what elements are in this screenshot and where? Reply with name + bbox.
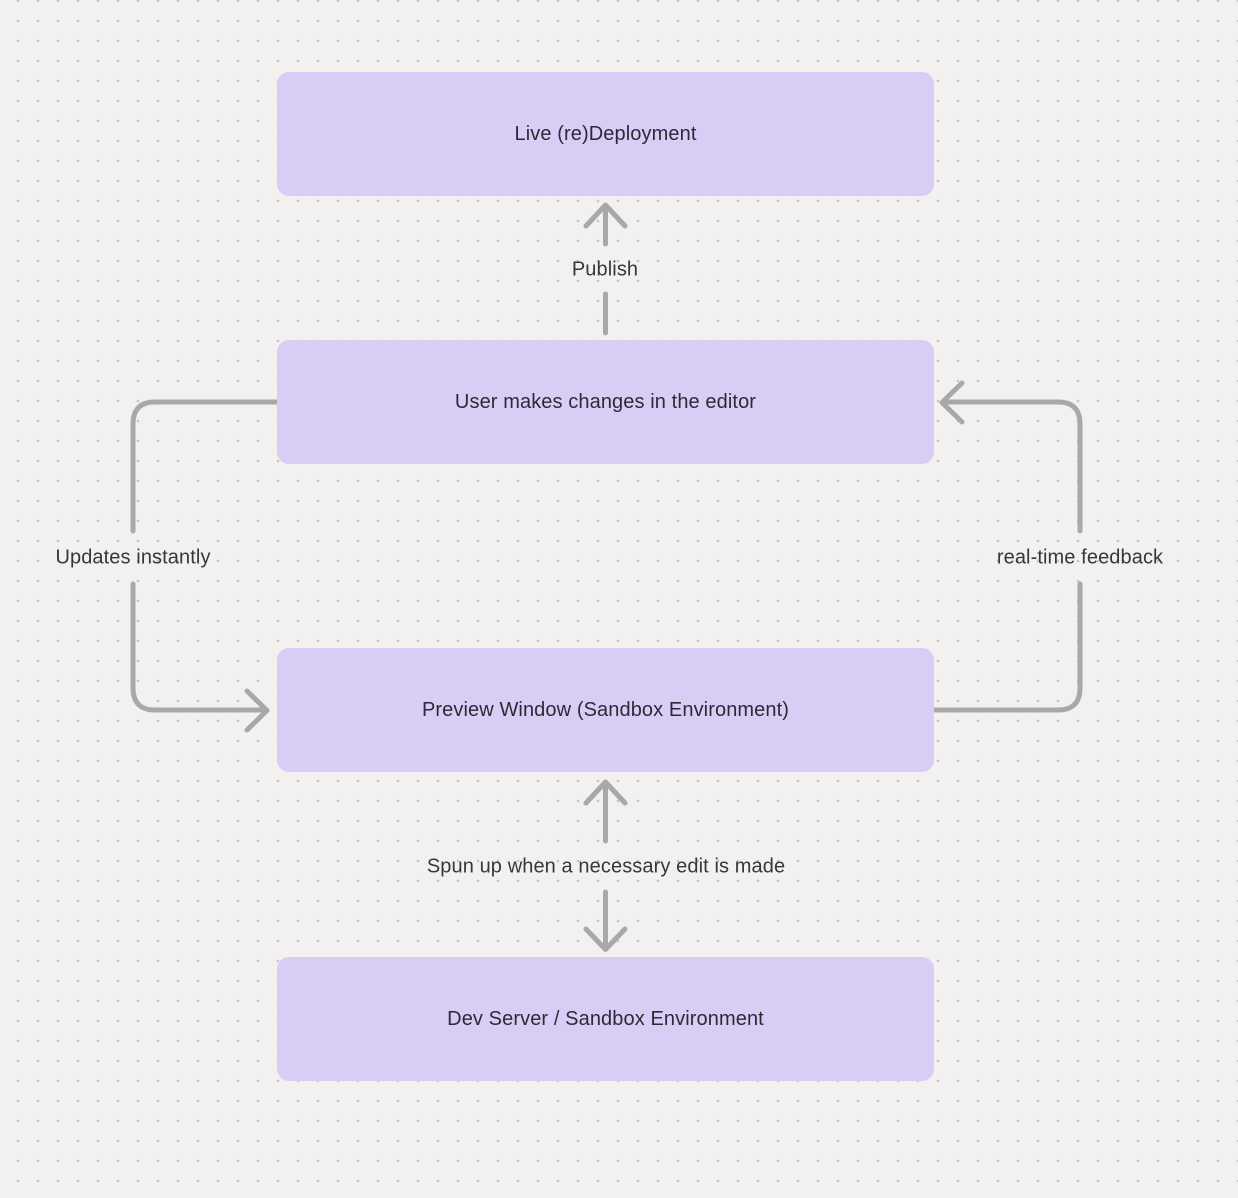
node-label: Preview Window (Sandbox Environment): [421, 698, 790, 721]
arrowhead-down-icon: [583, 926, 628, 952]
node-label: Live (re)Deployment: [514, 122, 697, 145]
arrowhead-up-icon: [583, 779, 628, 806]
node-preview-window: Preview Window (Sandbox Environment): [277, 648, 934, 772]
node-label: User makes changes in the editor: [454, 390, 757, 413]
edge-label-spun-up: Spun up when a necessary edit is made: [426, 855, 786, 878]
edge-label-updates-instantly: Updates instantly: [55, 546, 211, 569]
edge-label-publish: Publish: [571, 258, 639, 281]
arrowhead-right-icon: [244, 688, 270, 733]
node-user-editor: User makes changes in the editor: [277, 340, 934, 464]
arrowhead-up-icon: [583, 202, 628, 229]
edge-label-realtime-feedback: real-time feedback: [996, 546, 1164, 569]
node-label: Dev Server / Sandbox Environment: [447, 1007, 764, 1030]
arrowhead-left-icon: [939, 380, 965, 425]
node-dev-server: Dev Server / Sandbox Environment: [277, 957, 934, 1081]
node-live-redeployment: Live (re)Deployment: [277, 72, 934, 196]
